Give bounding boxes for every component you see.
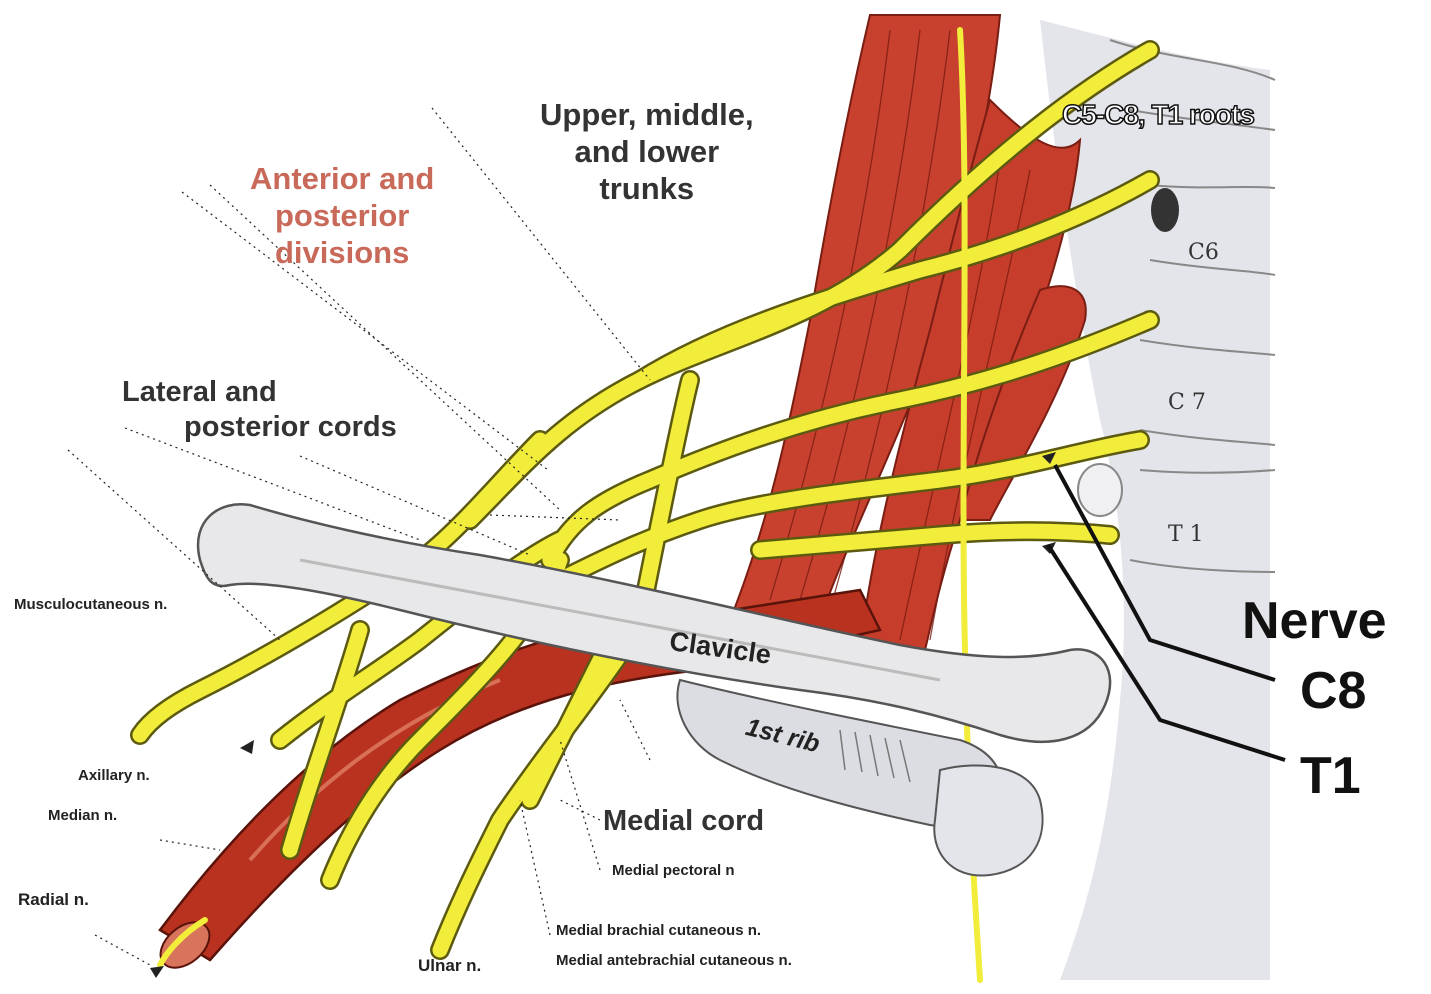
divisions-label: Anterior and posterior divisions bbox=[250, 160, 434, 272]
trunks-label-line2: and lower bbox=[540, 133, 754, 170]
roots-label: C5-C8, T1 roots bbox=[1062, 98, 1254, 132]
cords-label-line1: Lateral and bbox=[122, 375, 397, 410]
cords-label: Lateral and posterior cords bbox=[122, 375, 397, 445]
medial-cord-label: Medial cord bbox=[603, 804, 764, 839]
t1-label: T1 bbox=[1300, 745, 1361, 807]
medial-pectoral-label: Medial pectoral n bbox=[612, 862, 735, 880]
musculocutaneous-label: Musculocutaneous n. bbox=[14, 596, 167, 614]
divisions-label-line2: posterior bbox=[250, 197, 434, 234]
t1-vertebra-label: T 1 bbox=[1168, 522, 1204, 548]
nerve-heading: Nerve bbox=[1242, 590, 1387, 652]
median-label: Median n. bbox=[48, 807, 117, 825]
medial-brachial-label: Medial brachial cutaneous n. bbox=[556, 922, 761, 940]
divisions-label-line3: divisions bbox=[250, 234, 434, 271]
c6-label: C6 bbox=[1188, 240, 1219, 266]
trunks-label-line3: trunks bbox=[540, 170, 754, 207]
ulnar-label: Ulnar n. bbox=[418, 956, 481, 976]
divisions-label-line1: Anterior and bbox=[250, 160, 434, 197]
c8-label: C8 bbox=[1300, 660, 1366, 722]
trunks-label: Upper, middle, and lower trunks bbox=[540, 96, 754, 208]
radial-label: Radial n. bbox=[18, 890, 89, 910]
trunks-label-line1: Upper, middle, bbox=[540, 96, 754, 133]
cords-label-line2: posterior cords bbox=[122, 410, 397, 445]
medial-antebrachial-label: Medial antebrachial cutaneous n. bbox=[556, 952, 792, 970]
axillary-label: Axillary n. bbox=[78, 767, 150, 785]
c7-label: C 7 bbox=[1168, 390, 1206, 416]
